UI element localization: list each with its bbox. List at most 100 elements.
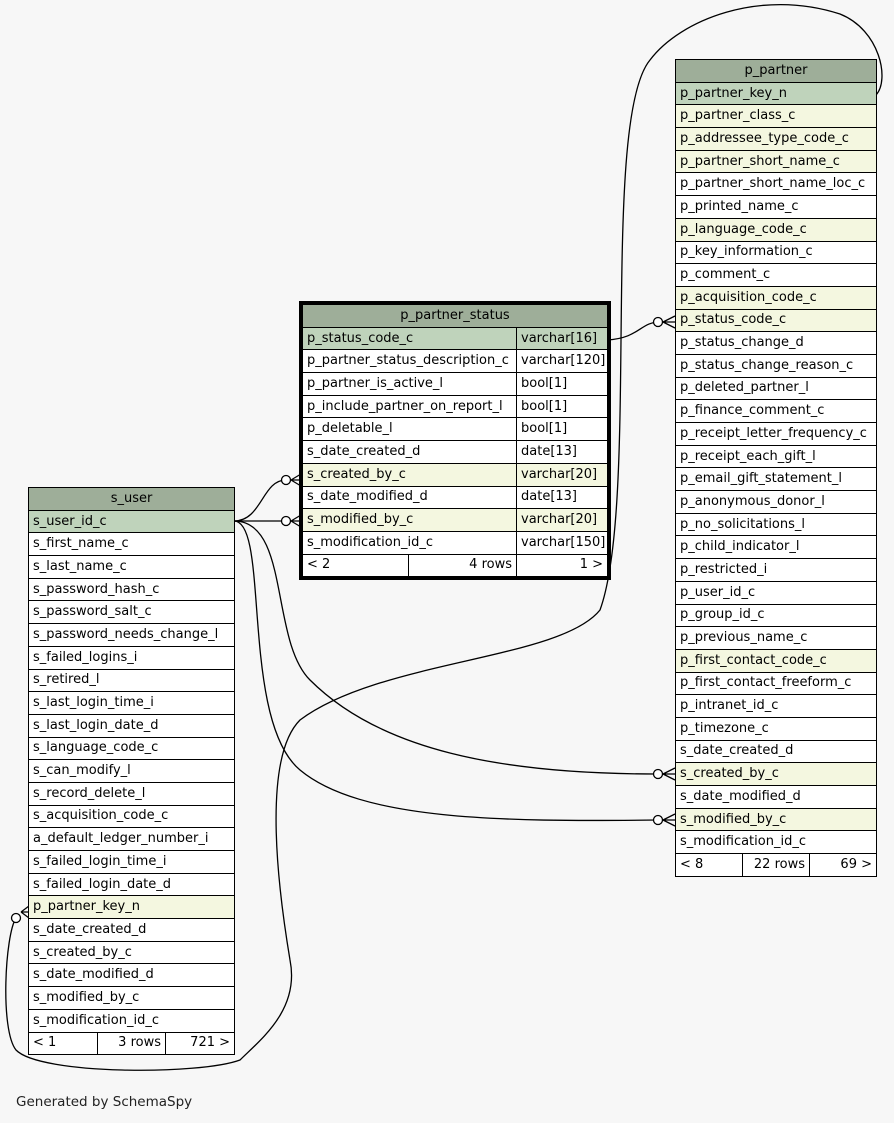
column-row[interactable]: p_intranet_id_c [675,694,877,718]
column-name[interactable]: s_record_delete_l [27,781,236,806]
column-row[interactable]: p_restricted_i [675,558,877,582]
row-count[interactable]: 4 rows [408,553,517,578]
parents-count[interactable]: < 8 [675,853,743,877]
parents-count[interactable]: < 2 [302,553,409,578]
column-row[interactable]: s_retired_l [27,668,236,693]
column-row[interactable]: p_acquisition_code_c [675,285,877,310]
column-row[interactable]: p_status_change_d [675,331,877,355]
column-row[interactable]: p_partner_short_name_c [675,149,877,174]
column-row[interactable]: s_user_id_c [27,509,236,534]
column-row[interactable]: p_language_code_c [675,217,877,242]
column-name[interactable]: p_anonymous_donor_l [675,490,877,514]
column-row[interactable]: s_failed_login_date_d [27,872,236,897]
column-row[interactable]: s_modification_id_c [27,1008,236,1033]
column-name[interactable]: p_restricted_i [675,558,877,582]
column-type[interactable]: varchar[20] [516,508,608,532]
column-name[interactable]: s_last_name_c [27,555,236,579]
column-name[interactable]: s_failed_login_time_i [27,850,236,874]
column-row[interactable]: p_key_information_c [675,240,877,265]
column-row[interactable]: p_receipt_letter_frequency_c [675,422,877,446]
row-count[interactable]: 22 rows [742,853,810,877]
column-type[interactable]: bool[1] [516,394,608,419]
column-row[interactable]: p_partner_short_name_loc_c [675,172,877,197]
column-name[interactable]: p_deletable_l [302,417,517,442]
column-row[interactable]: p_status_code_c [675,308,877,333]
column-row[interactable]: p_anonymous_donor_l [675,490,877,514]
column-name[interactable]: p_partner_is_active_l [302,372,517,396]
column-name[interactable]: p_child_indicator_l [675,535,877,560]
column-name[interactable]: a_default_ledger_number_i [27,827,236,851]
column-name[interactable]: s_date_modified_d [27,963,236,988]
column-name[interactable]: p_printed_name_c [675,195,877,219]
column-name[interactable]: s_last_login_date_d [27,713,236,738]
column-name[interactable]: s_date_modified_d [302,485,517,510]
column-name[interactable]: p_status_code_c [302,326,517,351]
column-name[interactable]: s_failed_logins_i [27,645,236,670]
column-row[interactable]: s_language_code_c [27,736,236,761]
column-row[interactable]: s_failed_logins_i [27,645,236,670]
column-row[interactable]: p_first_contact_code_c [675,648,877,673]
column-row[interactable]: p_receipt_each_gift_l [675,444,877,469]
column-name[interactable]: p_previous_name_c [675,626,877,650]
children-count[interactable]: 721 > [164,1031,236,1056]
column-row[interactable]: p_printed_name_c [675,195,877,219]
column-name[interactable]: s_date_created_d [302,440,517,464]
column-name[interactable]: p_email_gift_statement_l [675,467,877,492]
column-name[interactable]: p_user_id_c [675,580,877,605]
table-title[interactable]: p_partner_status [302,304,608,328]
column-name[interactable]: s_language_code_c [27,736,236,761]
column-name[interactable]: p_group_id_c [675,603,877,628]
column-row[interactable]: s_created_by_c [675,762,877,786]
column-row[interactable]: s_last_login_time_i [27,691,236,715]
column-name[interactable]: s_created_by_c [302,462,517,487]
column-name[interactable]: s_first_name_c [27,532,236,557]
column-name[interactable]: p_intranet_id_c [675,694,877,718]
column-name[interactable]: p_partner_status_description_c [302,349,517,374]
column-row[interactable]: s_modification_id_c [675,830,877,855]
column-type[interactable]: date[13] [516,440,608,464]
children-count[interactable]: 69 > [809,853,877,877]
column-row[interactable]: p_finance_comment_c [675,399,877,423]
column-name[interactable]: p_receipt_letter_frequency_c [675,422,877,446]
children-count[interactable]: 1 > [516,553,608,578]
column-name[interactable]: p_deleted_partner_l [675,376,877,401]
column-name[interactable]: s_modification_id_c [675,830,877,855]
column-row[interactable]: p_email_gift_statement_l [675,467,877,492]
column-row[interactable]: s_date_modified_d [27,963,236,988]
column-name[interactable]: p_timezone_c [675,716,877,741]
column-name[interactable]: s_modification_id_c [302,530,517,555]
column-name[interactable]: p_finance_comment_c [675,399,877,423]
column-name[interactable]: s_date_created_d [675,739,877,764]
column-row[interactable]: s_last_login_date_d [27,713,236,738]
column-name[interactable]: p_language_code_c [675,217,877,242]
column-row[interactable]: s_record_delete_l [27,781,236,806]
column-row[interactable]: p_first_contact_freeform_c [675,671,877,696]
column-row[interactable]: s_can_modify_l [27,759,236,783]
table-title[interactable]: s_user [27,487,236,511]
column-name[interactable]: p_no_solicitations_l [675,512,877,537]
column-type[interactable]: date[13] [516,485,608,510]
column-type[interactable]: varchar[120] [516,349,608,374]
column-row[interactable]: s_date_created_d [675,739,877,764]
column-name[interactable]: p_partner_short_name_loc_c [675,172,877,197]
column-name[interactable]: s_modification_id_c [27,1008,236,1033]
column-type[interactable]: varchar[20] [516,462,608,487]
column-name[interactable]: p_key_information_c [675,240,877,265]
column-row[interactable]: s_created_by_c [27,940,236,965]
column-row[interactable]: s_failed_login_time_i [27,850,236,874]
column-row[interactable]: p_partner_key_n [27,895,236,920]
table-title[interactable]: p_partner [675,59,877,83]
column-name[interactable]: p_include_partner_on_report_l [302,394,517,419]
column-name[interactable]: p_status_change_reason_c [675,353,877,378]
column-name[interactable]: p_acquisition_code_c [675,285,877,310]
column-row[interactable]: s_modified_by_c [27,986,236,1010]
column-row[interactable]: s_password_salt_c [27,600,236,625]
column-row[interactable]: p_group_id_c [675,603,877,628]
column-name[interactable]: s_modified_by_c [27,986,236,1010]
column-type[interactable]: varchar[150] [516,530,608,555]
